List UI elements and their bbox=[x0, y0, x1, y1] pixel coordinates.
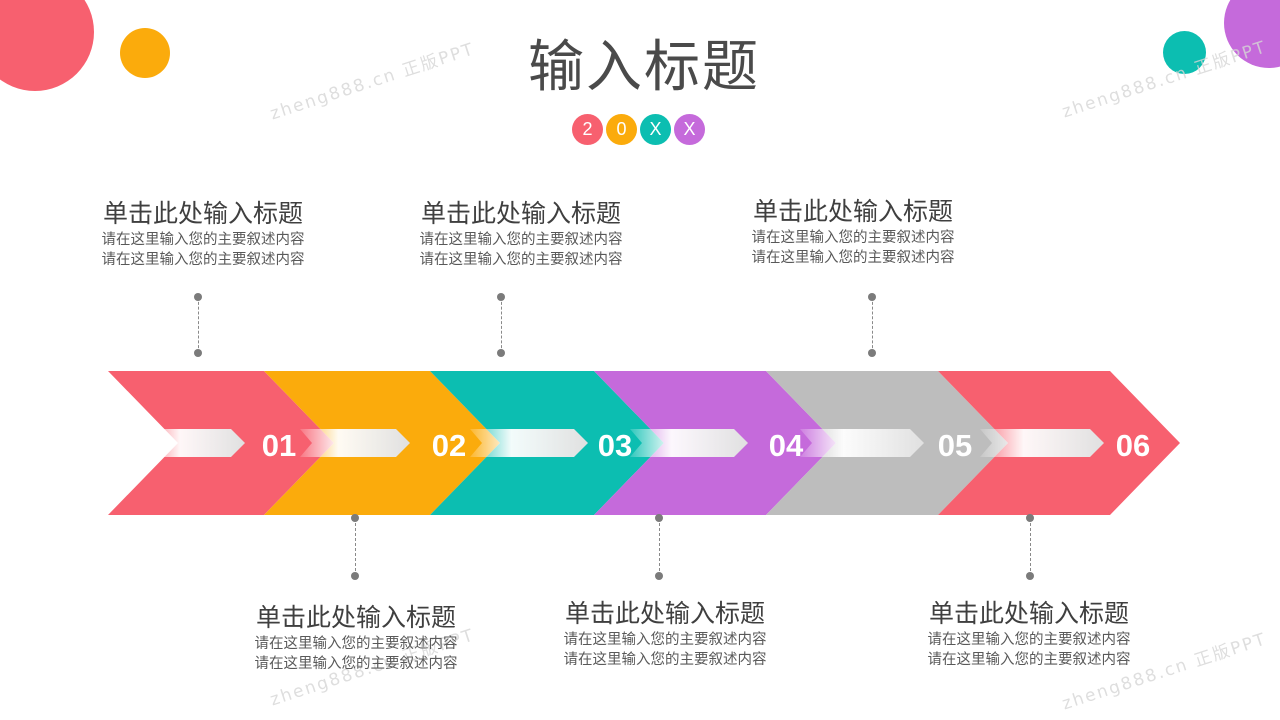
inner-arrow bbox=[145, 429, 245, 457]
year-badges: 2 0 X X bbox=[572, 114, 705, 146]
inner-arrow bbox=[980, 429, 1104, 457]
connector-line bbox=[1030, 518, 1033, 576]
connector-line bbox=[872, 297, 875, 353]
step-title[interactable]: 单击此处输入标题 bbox=[752, 197, 953, 226]
step-text-block: 单击此处输入标题请在这里输入您的主要叙述内容请在这里输入您的主要叙述内容 bbox=[391, 198, 651, 270]
decorative-circle-teal bbox=[1163, 31, 1206, 74]
step-title[interactable]: 单击此处输入标题 bbox=[255, 603, 456, 632]
connector-dot bbox=[655, 514, 663, 522]
step-number: 04 bbox=[769, 428, 804, 463]
step-description[interactable]: 请在这里输入您的主要叙述内容 bbox=[563, 632, 767, 648]
connector-dot bbox=[497, 349, 505, 357]
decorative-circle-orange bbox=[120, 28, 170, 78]
step-description[interactable]: 请在这里输入您的主要叙述内容 bbox=[101, 232, 305, 248]
step-description[interactable]: 请在这里输入您的主要叙述内容 bbox=[563, 652, 767, 668]
connector-line bbox=[198, 297, 201, 353]
inner-arrow bbox=[800, 429, 924, 457]
step-description[interactable]: 请在这里输入您的主要叙述内容 bbox=[101, 252, 305, 268]
step-text-block: 单击此处输入标题请在这里输入您的主要叙述内容请在这里输入您的主要叙述内容 bbox=[723, 196, 983, 268]
year-badge: X bbox=[640, 114, 671, 145]
connector-dot bbox=[194, 349, 202, 357]
step-title[interactable]: 单击此处输入标题 bbox=[564, 599, 765, 628]
connector-dot bbox=[868, 349, 876, 357]
step-number: 02 bbox=[432, 428, 466, 463]
year-badge: X bbox=[674, 114, 705, 145]
connector-line bbox=[355, 518, 358, 576]
connector-dot bbox=[868, 293, 876, 301]
inner-arrow bbox=[630, 429, 748, 457]
year-badge: 2 bbox=[572, 114, 603, 145]
connector-dot bbox=[1026, 572, 1034, 580]
step-description[interactable]: 请在这里输入您的主要叙述内容 bbox=[927, 632, 1131, 648]
inner-arrow bbox=[470, 429, 588, 457]
step-title[interactable]: 单击此处输入标题 bbox=[928, 599, 1129, 628]
step-description[interactable]: 请在这里输入您的主要叙述内容 bbox=[254, 636, 458, 652]
step-description[interactable]: 请在这里输入您的主要叙述内容 bbox=[419, 232, 623, 248]
connector-dot bbox=[497, 293, 505, 301]
step-number: 06 bbox=[1116, 428, 1150, 463]
step-title[interactable]: 单击此处输入标题 bbox=[102, 199, 303, 228]
page-title: 输入标题 bbox=[528, 35, 760, 100]
step-text-block: 单击此处输入标题请在这里输入您的主要叙述内容请在这里输入您的主要叙述内容 bbox=[899, 598, 1159, 670]
connector-line bbox=[501, 297, 504, 353]
inner-arrow bbox=[300, 429, 410, 457]
connector-dot bbox=[194, 293, 202, 301]
connector-dot bbox=[351, 572, 359, 580]
step-description[interactable]: 请在这里输入您的主要叙述内容 bbox=[751, 250, 955, 266]
step-description[interactable]: 请在这里输入您的主要叙述内容 bbox=[751, 230, 955, 246]
step-text-block: 单击此处输入标题请在这里输入您的主要叙述内容请在这里输入您的主要叙述内容 bbox=[73, 198, 333, 270]
step-description[interactable]: 请在这里输入您的主要叙述内容 bbox=[419, 252, 623, 268]
connector-dot bbox=[655, 572, 663, 580]
connector-dot bbox=[1026, 514, 1034, 522]
step-number: 05 bbox=[938, 428, 972, 463]
connector-dot bbox=[351, 514, 359, 522]
step-number: 03 bbox=[598, 428, 632, 463]
connector-line bbox=[659, 518, 662, 576]
step-title[interactable]: 单击此处输入标题 bbox=[420, 199, 621, 228]
step-description[interactable]: 请在这里输入您的主要叙述内容 bbox=[254, 656, 458, 672]
step-description[interactable]: 请在这里输入您的主要叙述内容 bbox=[927, 652, 1131, 668]
step-text-block: 单击此处输入标题请在这里输入您的主要叙述内容请在这里输入您的主要叙述内容 bbox=[535, 598, 795, 670]
step-text-block: 单击此处输入标题请在这里输入您的主要叙述内容请在这里输入您的主要叙述内容 bbox=[226, 602, 486, 674]
year-badge: 0 bbox=[606, 114, 637, 145]
step-number: 01 bbox=[262, 428, 296, 463]
